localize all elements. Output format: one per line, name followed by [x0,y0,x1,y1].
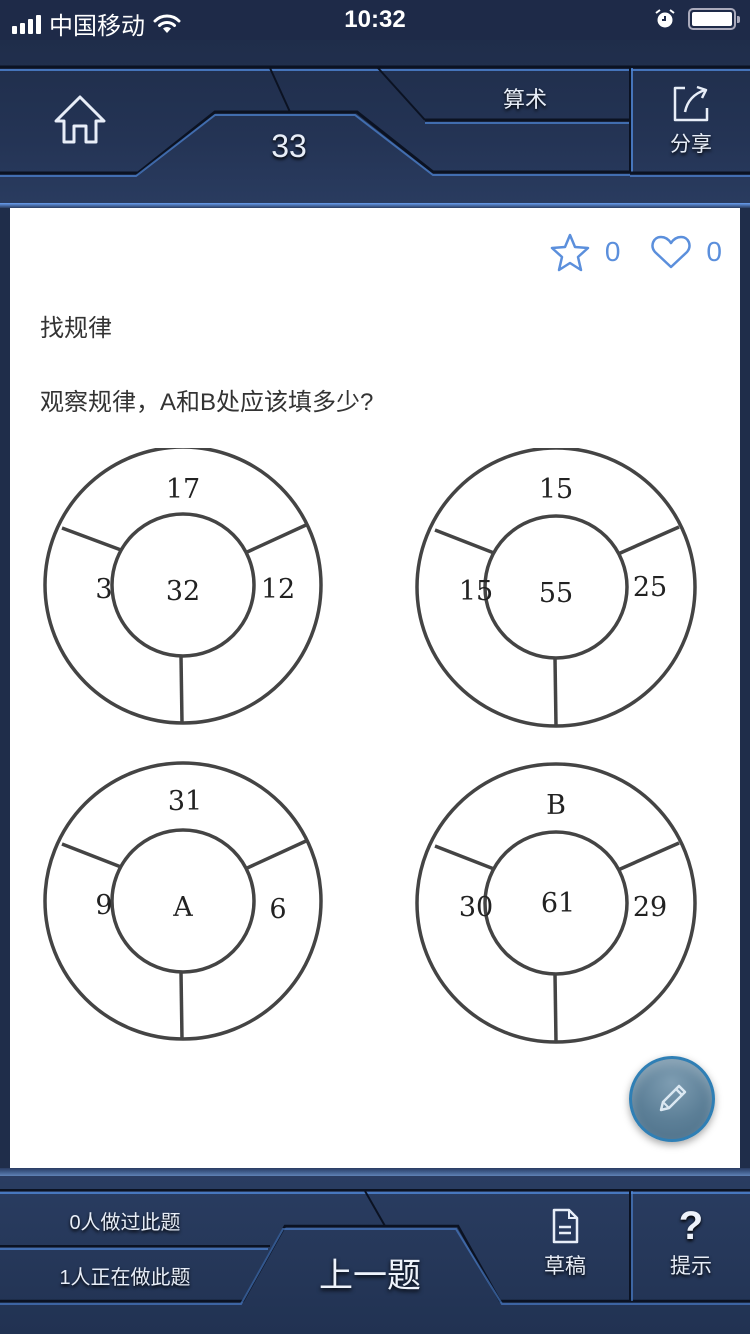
header: 33 算术 分享 [0,40,750,208]
signal-icon [12,14,41,34]
circle-1-top: 17 [166,474,200,505]
draft-label: 草稿 [544,1255,586,1278]
circle-3-top: 31 [168,786,202,817]
circle-4-top: B [546,790,566,821]
favorite-button[interactable]: 0 [549,232,621,272]
hint-button[interactable]: ? 提示 [632,1204,750,1280]
clock: 10:32 [344,6,406,33]
circle-3-center: A [172,892,193,923]
bottom-frame-decoration [0,1168,750,1305]
favorite-count: 0 [604,236,621,267]
puzzle-circle-3 [43,761,323,1041]
done-count: 0人做过此题 [69,1212,181,1234]
star-icon [550,233,590,272]
circle-2-right: 25 [633,572,667,603]
question-stats: 0 0 [529,232,722,272]
alarm-icon [655,9,675,28]
draft-button[interactable]: 草稿 [510,1208,620,1280]
status-right [654,8,740,30]
circle-3-left: 9 [95,890,112,921]
circle-4-right: 29 [633,892,667,923]
share-label: 分享 [670,133,712,156]
home-button[interactable] [40,90,120,150]
heart-icon [651,235,692,269]
question-number: 33 [271,128,307,164]
status-bar: 中国移动 10:32 [0,0,750,40]
puzzle-circle-4 [415,762,697,1044]
puzzle-circle-1 [43,448,323,725]
question-mark-icon: ? [678,1204,704,1248]
header-frame-decoration [0,65,750,208]
wifi-icon [153,14,181,33]
doing-count: 1人正在做此题 [59,1267,191,1289]
status-left: 中国移动 [12,6,181,41]
draw-button[interactable] [629,1056,715,1142]
puzzle-figure: 17 3 12 32 15 15 25 55 31 9 6 A B 30 29 … [43,448,697,1044]
question-title: 找规律 [40,315,112,342]
hint-label: 提示 [670,1255,712,1278]
circle-2-center: 55 [539,578,573,609]
like-button[interactable]: 0 [650,234,722,270]
bottom-bar: 0人做过此题 1人正在做此题 上一题 草稿 ? 提示 [0,1168,750,1334]
question-text: 观察规律，A和B处应该填多少? [40,389,374,416]
circle-2-top: 15 [539,474,573,505]
circle-1-right: 12 [261,574,295,605]
share-icon [673,85,709,122]
circle-4-left: 30 [459,892,493,923]
pencil-icon [659,1084,687,1112]
battery-icon [688,8,740,30]
like-count: 0 [706,236,722,267]
circle-4-center: 61 [541,888,575,919]
circle-1-center: 32 [166,576,200,607]
home-icon [54,95,106,144]
category-tab[interactable]: 算术 [502,87,547,112]
puzzle-circle-2 [415,448,697,728]
share-button[interactable]: 分享 [632,84,750,168]
circle-2-left: 15 [459,576,493,607]
circle-3-right: 6 [269,894,286,925]
circle-1-left: 3 [95,574,112,605]
document-icon [552,1208,579,1244]
carrier-name: 中国移动 [49,13,145,40]
previous-question-button[interactable]: 上一题 [319,1257,421,1295]
question-card: 0 0 找规律 观察规律，A和B处应该填多少? [10,208,740,1168]
